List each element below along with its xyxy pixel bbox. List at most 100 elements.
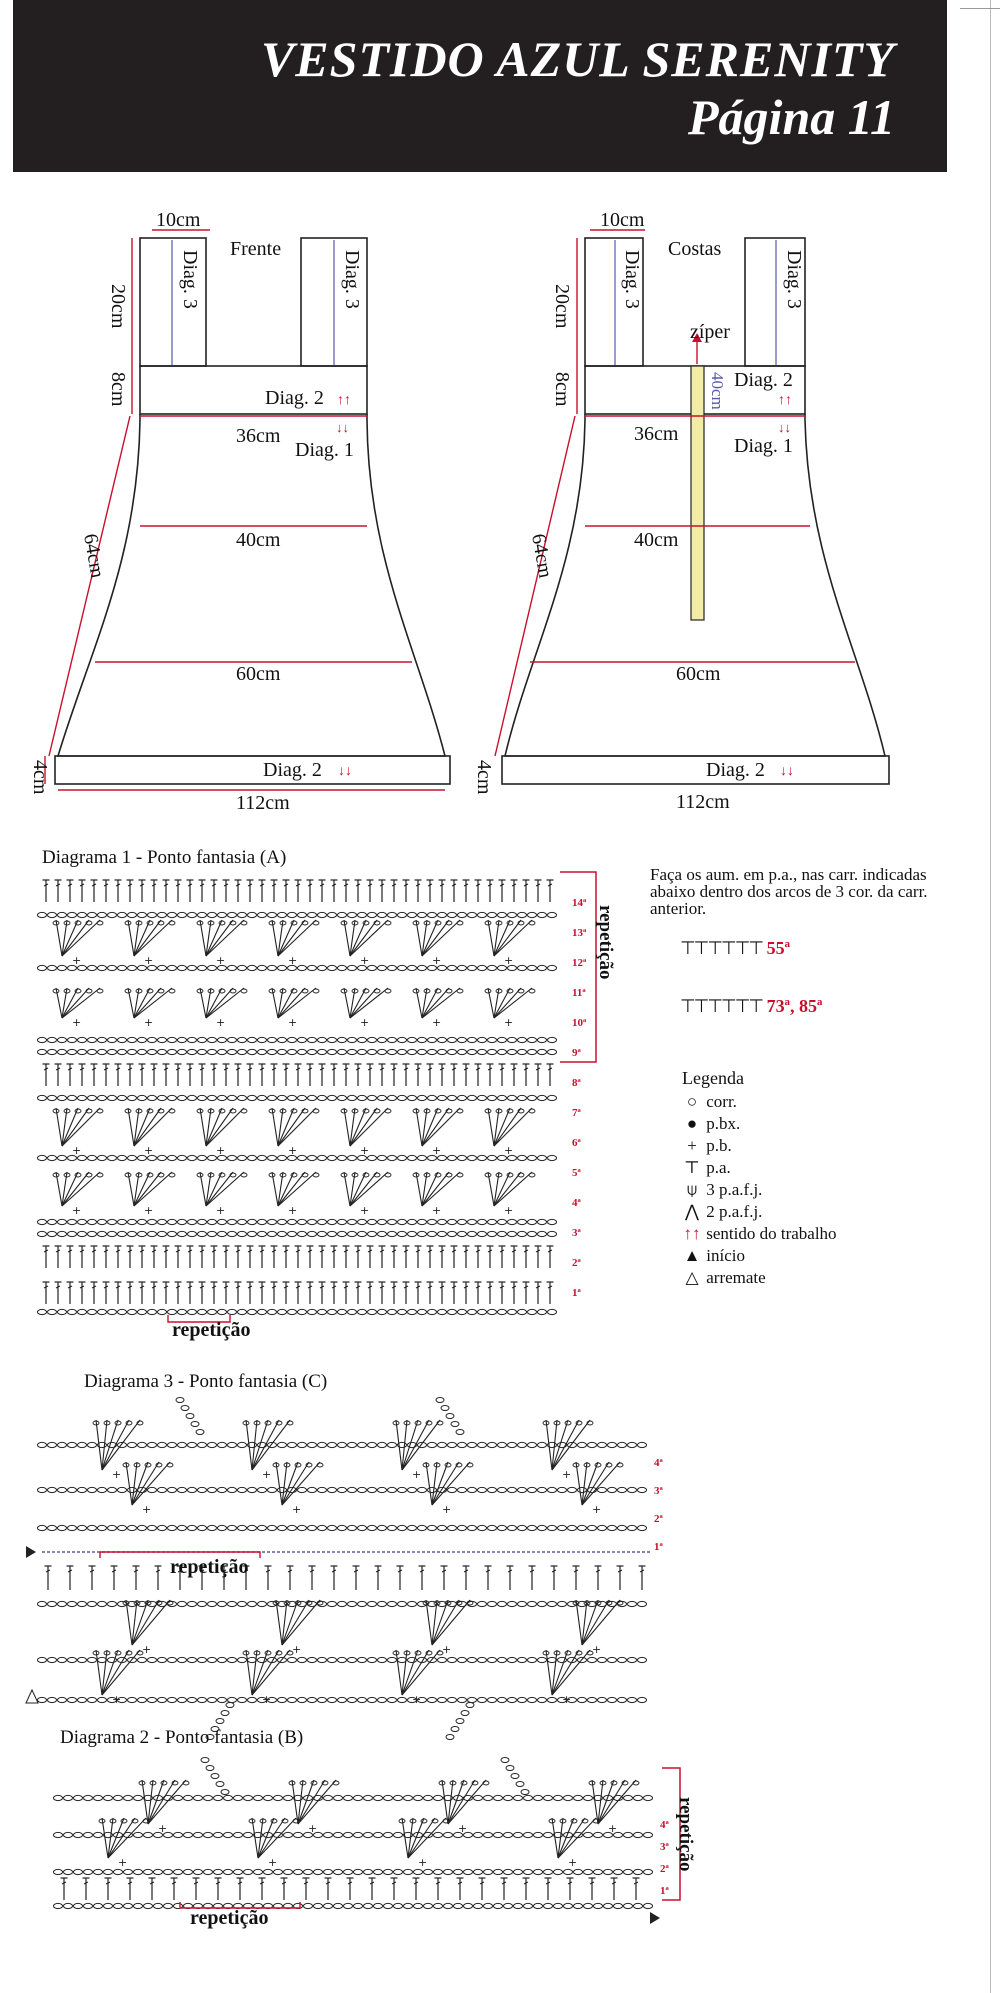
corner-line [960,8,1000,9]
back-hem [501,755,890,785]
back-strap-diag-left: Diag. 3 [621,250,643,309]
row-number-label: 4ª [660,1819,670,1831]
page-header: VESTIDO AZUL SERENITY Página 11 [13,0,947,172]
back-hem-height: 4cm [473,760,495,795]
row-number-label: 2ª [660,1863,670,1875]
row-number-label: 4ª [572,1197,582,1209]
svg-text:↑↑: ↑↑ [778,393,792,408]
svg-text:+: + [144,1144,153,1157]
start-marker-icon [26,1546,36,1558]
diagram2-repeat-vertical: repetição [675,1797,696,1872]
diagram1-chart: ++++++++++++++++++++++++++++14ª13ª12ª11ª… [37,871,597,1323]
back-width-40: 40cm [634,529,679,551]
svg-text:↓↓: ↓↓ [780,764,794,779]
diagram1-title: Diagrama 1 - Ponto fantasia (A) [42,847,286,868]
front-width-40: 40cm [236,529,281,551]
svg-text:+: + [142,1503,151,1516]
legend-item: ⊤ p.a. [684,1158,731,1177]
svg-text:+: + [432,1204,441,1217]
row-number-label: 3ª [654,1485,664,1497]
front-strap-height: 20cm [107,284,129,329]
front-yoke-diag: Diag. 2 [265,387,324,409]
legend-symbol-icon: ⊤ [684,1158,700,1177]
diagram1-repeat-vertical: repetição [595,905,616,980]
svg-text:+: + [288,954,297,967]
row-number-label: 9ª [572,1047,582,1059]
svg-text:+: + [458,1822,467,1835]
finish-marker-icon [25,1688,39,1704]
back-yoke-height: 8cm [551,372,573,407]
svg-text:+: + [360,1016,369,1029]
legend-item: ○ corr. [682,1091,837,1113]
svg-text:+: + [288,1144,297,1157]
svg-text:+: + [504,1016,513,1029]
svg-text:+: + [142,1643,151,1656]
row-number-label: 1ª [572,1287,582,1299]
row-number-label: 10ª [572,1017,587,1029]
back-hem-diag: Diag. 2 [706,759,765,781]
legend-item: + p.b. [682,1135,837,1157]
legend-item: ● p.bx. [682,1113,837,1135]
row-number-label: 5ª [572,1167,582,1179]
front-panel-schematic [44,229,451,791]
page-number: Página 11 [688,89,895,145]
increase-note: Faça os aum. em p.a., nas carr. indicada… [650,865,928,918]
front-width-112: 112cm [236,792,290,814]
front-width-60: 60cm [236,663,281,685]
legend-item: ▲ início [683,1246,745,1265]
svg-text:+: + [72,954,81,967]
tall-stitch-group-icon: ⊤⊤⊤⊤⊤⊤ [680,938,764,959]
zipper-length: 40cm [708,372,727,410]
svg-text:+: + [158,1822,167,1835]
svg-text:+: + [118,1856,127,1869]
svg-text:+: + [360,1144,369,1157]
front-yoke [139,365,368,415]
front-body [56,414,447,757]
row-number-label: 4ª [654,1457,664,1469]
svg-text:+: + [442,1503,451,1516]
zipper-strip [690,365,705,621]
svg-text:+: + [432,1016,441,1029]
svg-text:↓↓: ↓↓ [338,764,352,779]
svg-text:↓↓: ↓↓ [336,420,349,435]
back-width-36: 36cm [634,423,679,445]
back-width-60: 60cm [676,663,721,685]
svg-text:+: + [112,1468,121,1481]
legend-item: ↑↑ sentido do trabalho [683,1224,837,1243]
svg-text:+: + [418,1856,427,1869]
svg-text:+: + [432,1144,441,1157]
svg-text:+: + [442,1643,451,1656]
front-width-36: 36cm [236,425,281,447]
legend-item: ⍦ 3 p.a.f.j. [682,1179,837,1201]
svg-text:+: + [608,1822,617,1835]
row-number-label: 14ª [572,897,587,909]
front-skirt-length: 64cm [79,532,108,580]
back-title: Costas [668,238,722,260]
svg-text:+: + [144,1016,153,1029]
diagram2-repeat-horizontal: repetição [190,1907,269,1929]
legend-symbol-icon: ○ [686,1092,698,1111]
front-strap-diag-right: Diag. 3 [341,250,363,309]
svg-text:+: + [592,1503,601,1516]
back-body-diag: Diag. 1 [734,435,793,457]
front-strap-width: 10cm [156,209,201,231]
svg-text:+: + [216,1204,225,1217]
back-strap-height: 20cm [551,284,573,329]
row-number-label: 6ª [572,1137,582,1149]
svg-text:+: + [144,954,153,967]
svg-text:+: + [504,954,513,967]
front-strap-diag-left: Diag. 3 [179,250,201,309]
increase-row-b: ⊤⊤⊤⊤⊤⊤ 73ª, 85ª [680,996,823,1017]
row-number-label: 3ª [660,1841,670,1853]
back-strap-diag-right: Diag. 3 [783,250,805,309]
diagram3-title: Diagrama 3 - Ponto fantasia (C) [84,1371,327,1392]
svg-text:+: + [144,1204,153,1217]
svg-text:+: + [360,954,369,967]
svg-text:+: + [562,1468,571,1481]
svg-text:+: + [360,1204,369,1217]
svg-text:+: + [216,1144,225,1157]
back-strap-width: 10cm [600,209,645,231]
svg-text:+: + [504,1204,513,1217]
